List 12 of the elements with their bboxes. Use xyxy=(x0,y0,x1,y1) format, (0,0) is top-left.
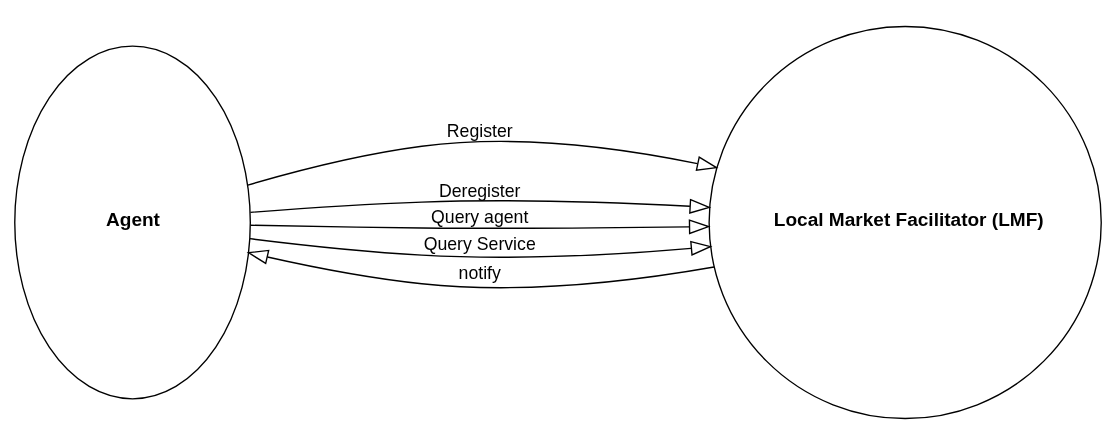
arrow xyxy=(249,198,712,214)
arrow xyxy=(246,249,715,289)
arrow xyxy=(249,219,711,235)
arrow xyxy=(247,140,719,186)
edge-label: Query agent xyxy=(431,207,529,228)
edge-label: Deregister xyxy=(438,181,521,202)
edge-label: notify xyxy=(458,262,501,283)
edge-label: Register xyxy=(446,121,513,142)
node-ellipse: Agent xyxy=(14,45,251,400)
node-circle: Local Market Facilitator (LMF) xyxy=(708,25,1102,420)
edge-label: Query Service xyxy=(423,234,536,255)
arrow xyxy=(249,238,713,258)
